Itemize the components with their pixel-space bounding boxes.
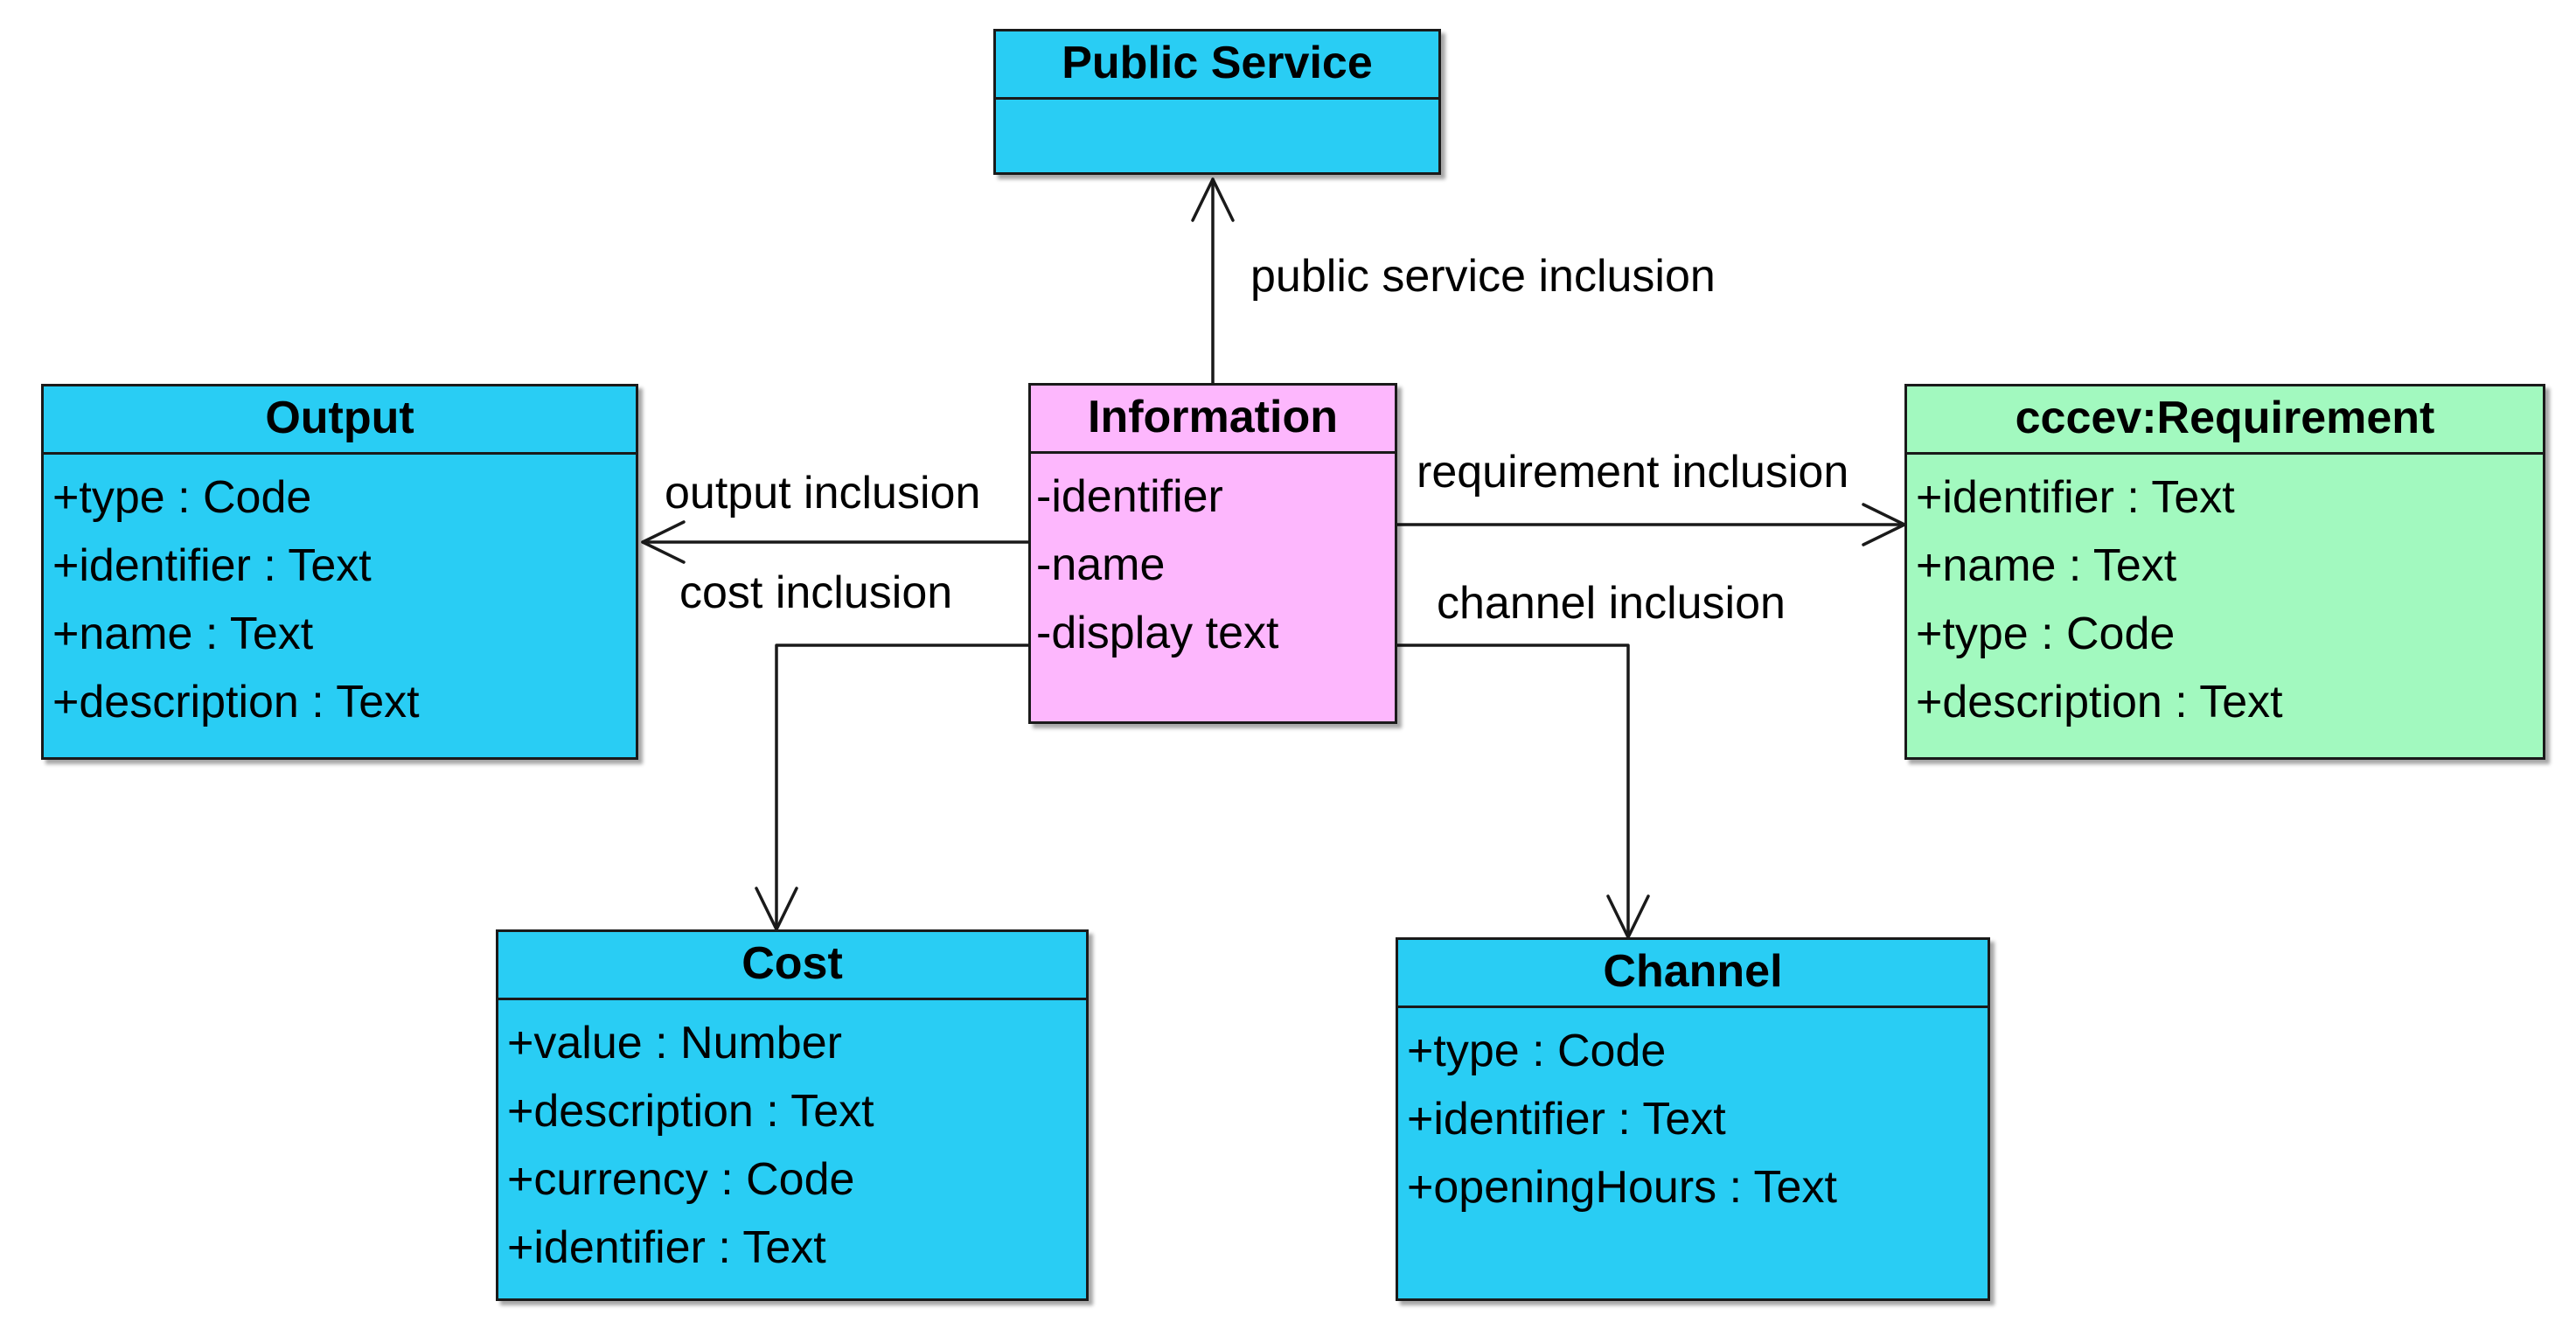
attribute: -name [1036, 539, 1166, 590]
class-public-service[interactable]: Public Service [993, 29, 1441, 175]
output-arrowhead [641, 520, 686, 564]
attribute: +identifier : Text [507, 1222, 826, 1273]
class-channel-name: Channel [1398, 940, 1988, 1008]
class-cost-attributes: +value : Number +description : Text +cur… [498, 1000, 1086, 1282]
attribute: +type : Code [1916, 609, 2176, 659]
class-output-name: Output [44, 386, 636, 455]
output-inclusion-label: output inclusion [665, 468, 981, 518]
class-information-name: Information [1031, 386, 1395, 454]
class-information-attributes: -identifier -name -display text [1031, 454, 1395, 667]
class-cost[interactable]: Cost +value : Number +description : Text… [496, 929, 1089, 1301]
attribute: +description : Text [507, 1086, 874, 1137]
attribute: +identifier : Text [52, 540, 372, 591]
class-channel-attributes: +type : Code +identifier : Text +opening… [1398, 1008, 1988, 1221]
attribute: +name : Text [52, 609, 314, 659]
attribute: -identifier [1036, 471, 1223, 522]
attribute: -display text [1036, 608, 1279, 658]
channel-inclusion-line [1396, 644, 1630, 939]
class-requirement-name: cccev:Requirement [1907, 386, 2543, 455]
cost-inclusion-line [775, 644, 1030, 931]
attribute: +identifier : Text [1407, 1094, 1726, 1145]
attribute: +description : Text [52, 677, 420, 727]
class-channel[interactable]: Channel +type : Code +identifier : Text … [1396, 937, 1990, 1301]
channel-inclusion-label: channel inclusion [1437, 578, 1786, 629]
attribute: +type : Code [52, 472, 312, 523]
attribute: +description : Text [1916, 677, 2283, 727]
class-public-service-name: Public Service [996, 31, 1438, 100]
attribute: +value : Number [507, 1018, 842, 1068]
attribute: +identifier : Text [1916, 472, 2235, 523]
class-output-attributes: +type : Code +identifier : Text +name : … [44, 455, 636, 736]
class-output[interactable]: Output +type : Code +identifier : Text +… [41, 384, 638, 760]
attribute: +openingHours : Text [1407, 1162, 1837, 1213]
attribute: +name : Text [1916, 540, 2177, 591]
requirement-inclusion-label: requirement inclusion [1417, 447, 1849, 498]
class-requirement-attributes: +identifier : Text +name : Text +type : … [1907, 455, 2543, 736]
class-cost-name: Cost [498, 932, 1086, 1000]
public-service-inclusion-label: public service inclusion [1250, 251, 1716, 302]
public-service-arrowhead [1191, 177, 1235, 222]
cost-inclusion-label: cost inclusion [679, 567, 953, 618]
class-requirement[interactable]: cccev:Requirement +identifier : Text +na… [1904, 384, 2545, 760]
attribute: +currency : Code [507, 1154, 855, 1205]
class-information[interactable]: Information -identifier -name -display t… [1028, 383, 1397, 724]
attribute: +type : Code [1407, 1026, 1667, 1076]
